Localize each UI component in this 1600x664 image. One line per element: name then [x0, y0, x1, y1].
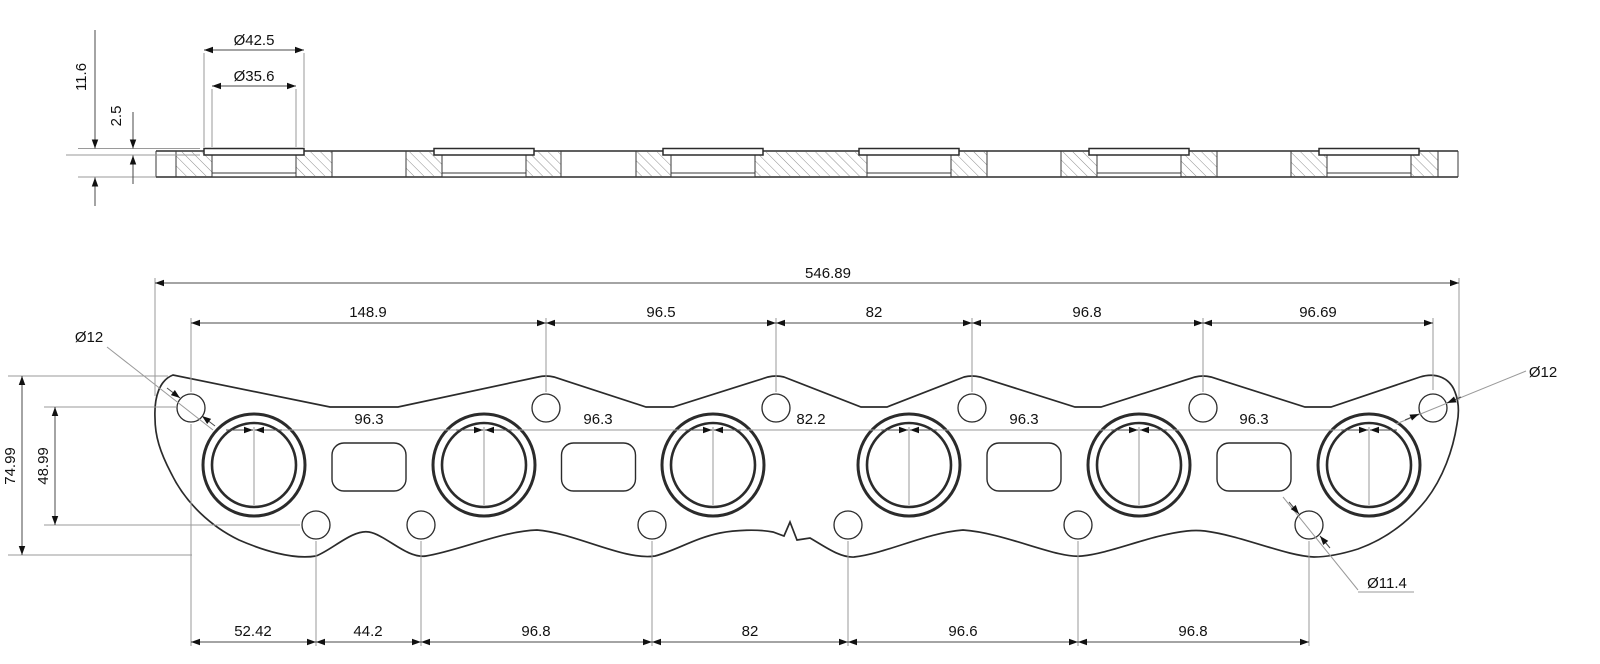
- dim-recess-depth: 2.5: [108, 106, 125, 127]
- dim-overall-height-text: 74.99: [2, 447, 19, 485]
- section-port-5: [1088, 147, 1190, 177]
- dim-top-chain-3: 82: [866, 304, 883, 321]
- dim-top-chain-5: 96.69: [1299, 304, 1337, 321]
- dim-bottom-chain-3: 96.8: [521, 623, 550, 640]
- bolt-hole-bottom-1: [301, 510, 331, 540]
- dim-port-chain-2: 96.3: [583, 411, 612, 428]
- plan-view: 546.89 148.9 96.5 82 96.8 96.69: [2, 265, 1557, 646]
- port-ring-4: [856, 412, 962, 518]
- leader-left-bolt-dia-text: Ø12: [75, 329, 103, 346]
- dim-overall-length-text: 546.89: [805, 265, 851, 282]
- dim-port-chain: 96.3 96.3 82.2 96.3 96.3: [226, 411, 1397, 434]
- dim-top-chain-2: 96.5: [646, 304, 675, 321]
- bolt-hole-top-2: [531, 393, 561, 423]
- section-slot-cuts: [331, 151, 1292, 177]
- section-dimensions: Ø42.5 Ø35.6 11.6 2.5: [66, 30, 305, 206]
- dim-bottom-chain: 52.42 44.2 96.8 82 96.6 96.8: [191, 623, 1309, 646]
- dim-thickness: 11.6: [73, 63, 90, 91]
- dim-bottom-chain-5: 96.6: [948, 623, 977, 640]
- bolt-hole-bottom-2: [406, 510, 436, 540]
- dim-overall-length: 546.89: [155, 265, 1459, 287]
- dim-port-chain-1: 96.3: [354, 411, 383, 428]
- section-port-3: [662, 147, 764, 177]
- bolt-hole-top-5: [1188, 393, 1218, 423]
- leader-bottom-bolt-dia-text: Ø11.4: [1367, 575, 1407, 592]
- slot-3: [986, 442, 1062, 492]
- leader-right-bolt-dia: Ø12: [1395, 364, 1557, 425]
- bolt-holes: [176, 393, 1448, 540]
- dim-bottom-chain-4: 82: [742, 623, 759, 640]
- port-ring-6: [1316, 412, 1422, 518]
- coolant-slots: [331, 442, 1292, 492]
- section-port-2: [433, 147, 535, 177]
- dim-hole-offset-height: 48.99: [35, 407, 59, 525]
- port-ring-5: [1086, 412, 1192, 518]
- bolt-hole-bottom-4: [833, 510, 863, 540]
- port-ring-3: [660, 412, 766, 518]
- dim-bottom-chain-1: 52.42: [234, 623, 272, 640]
- dim-port-chain-5: 96.3: [1239, 411, 1268, 428]
- exhaust-ports: [201, 412, 1422, 518]
- port-ring-1: [201, 412, 307, 518]
- dim-bottom-chain-6: 96.8: [1178, 623, 1207, 640]
- leader-right-bolt-dia-text: Ø12: [1529, 364, 1557, 381]
- dim-bore-diameter: Ø35.6: [234, 68, 275, 85]
- dim-hole-offset-height-text: 48.99: [35, 447, 52, 485]
- bolt-hole-bottom-6: [1294, 510, 1324, 540]
- slot-4: [1216, 442, 1292, 492]
- dim-bottom-chain-2: 44.2: [353, 623, 382, 640]
- port-center-ticks: [253, 427, 1370, 505]
- bolt-hole-bottom-3: [637, 510, 667, 540]
- slot-2: [560, 442, 637, 492]
- leader-bottom-bolt-dia: Ø11.4: [1282, 496, 1414, 593]
- dim-top-chain: 148.9 96.5 82 96.8 96.69: [191, 304, 1433, 327]
- section-port-4: [858, 147, 960, 177]
- section-view: Ø42.5 Ø35.6 11.6 2.5: [66, 30, 1459, 206]
- bolt-hole-top-4: [957, 393, 987, 423]
- bolt-hole-top-3: [761, 393, 791, 423]
- extension-lines: [8, 278, 1460, 646]
- dim-overall-height: 74.99: [2, 376, 26, 555]
- section-port-recesses: [203, 147, 1420, 177]
- dim-top-chain-4: 96.8: [1072, 304, 1101, 321]
- slot-1: [331, 442, 407, 492]
- dim-top-chain-1: 148.9: [349, 304, 387, 321]
- section-port-1: [203, 147, 305, 177]
- bolt-hole-bottom-5: [1063, 510, 1093, 540]
- section-port-6: [1318, 147, 1420, 177]
- bolt-hole-top-6: [1418, 393, 1448, 423]
- bolt-hole-top-1: [176, 393, 206, 423]
- dim-port-chain-3: 82.2: [796, 411, 825, 428]
- port-ring-2: [431, 412, 537, 518]
- dim-port-chain-4: 96.3: [1009, 411, 1038, 428]
- leader-left-bolt-dia: Ø12: [75, 329, 216, 431]
- section-hatch-areas: [176, 151, 1438, 177]
- gasket-outline: [154, 374, 1460, 558]
- dim-recess-diameter: Ø42.5: [234, 32, 275, 49]
